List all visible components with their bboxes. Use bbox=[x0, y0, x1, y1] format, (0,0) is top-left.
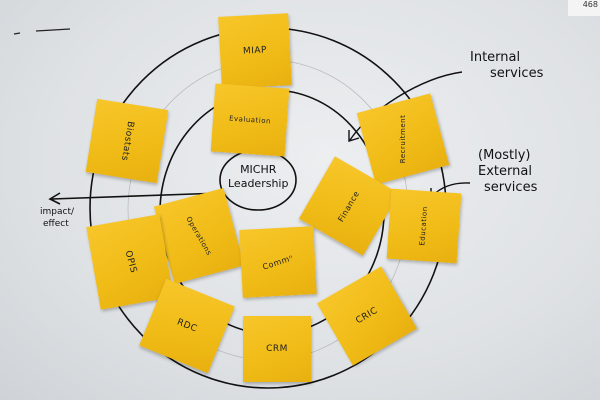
corner-tag: 468 bbox=[568, 0, 600, 16]
note-label: CRM bbox=[266, 344, 288, 354]
external-line3: services bbox=[484, 180, 538, 195]
external-line2: External bbox=[478, 164, 532, 179]
note-label: Biostats bbox=[118, 120, 136, 162]
internal-arrow bbox=[348, 71, 463, 142]
note-label: Operations bbox=[184, 215, 214, 257]
impact-line1: impact/ bbox=[40, 207, 75, 217]
leadership-label: MICHR Leadership bbox=[228, 163, 288, 191]
top-left-dash bbox=[13, 28, 71, 35]
sticky-note-miap[interactable]: MIAP bbox=[218, 13, 292, 89]
sticky-note-crm[interactable]: CRM bbox=[243, 316, 311, 382]
note-label: OPIS bbox=[122, 249, 138, 275]
note-label: Recruitment bbox=[398, 114, 407, 164]
note-label: MIAP bbox=[242, 45, 268, 57]
external-services-label: (Mostly) External services bbox=[478, 148, 537, 196]
impact-effect-label: impact/ effect bbox=[40, 206, 74, 230]
note-label: Evaluation bbox=[228, 114, 272, 126]
internal-line2: services bbox=[490, 66, 544, 81]
external-line1: (Mostly) bbox=[478, 148, 531, 163]
note-label: CRIC bbox=[354, 305, 380, 327]
impact-line2: effect bbox=[43, 219, 69, 229]
sticky-note-biostats[interactable]: Biostats bbox=[85, 98, 169, 184]
note-label: Commⁿ bbox=[261, 252, 295, 272]
internal-services-label: Internal services bbox=[470, 50, 543, 82]
leadership-line2: Leadership bbox=[228, 177, 289, 190]
sticky-note-education[interactable]: Education bbox=[386, 188, 462, 264]
impact-arrow bbox=[48, 192, 223, 205]
note-label: RDC bbox=[175, 317, 199, 335]
sticky-note-evaluation[interactable]: Evaluation bbox=[210, 83, 290, 157]
note-label: Finance bbox=[336, 188, 362, 224]
sticky-note-comm[interactable]: Commⁿ bbox=[239, 226, 317, 298]
internal-line1: Internal bbox=[470, 50, 521, 65]
leadership-line1: MICHR bbox=[240, 163, 277, 176]
note-label: Education bbox=[418, 206, 430, 246]
